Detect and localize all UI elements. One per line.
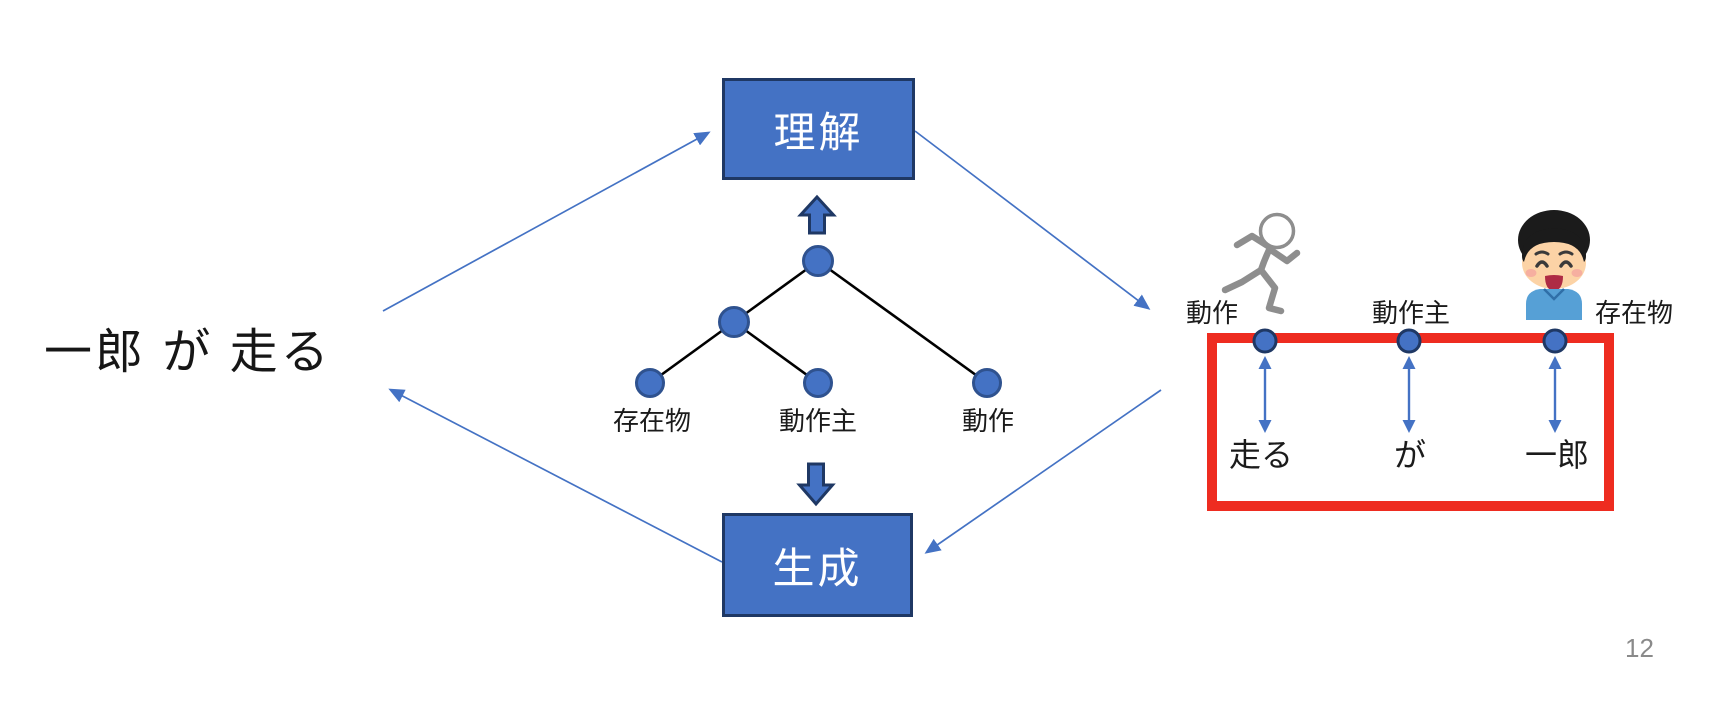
- arrowhead-icon: [1402, 356, 1416, 369]
- generate-label: 生成: [772, 544, 863, 592]
- tree-edge: [733, 320, 819, 385]
- running-person-icon: [1221, 212, 1301, 315]
- understand-label: 理解: [773, 108, 864, 156]
- tree-node-root: [802, 245, 834, 277]
- frame-role-action: 動作: [1185, 298, 1239, 328]
- arrow-understand-to-frame: [914, 130, 1151, 310]
- frame-word-ga: が: [1393, 437, 1427, 473]
- tree-edge: [733, 259, 819, 324]
- tree-node-agent: [803, 368, 833, 398]
- arrow-frame-to-generate: [924, 389, 1162, 554]
- arrowhead-icon: [1402, 420, 1416, 433]
- arrowhead-icon: [1258, 356, 1272, 369]
- tree-label-action: 動作: [961, 406, 1015, 436]
- arrow-generate-to-sentence: [388, 388, 723, 563]
- generate-box: 生成: [722, 513, 913, 617]
- block-arrow-up-icon: [797, 194, 837, 235]
- page-number: 12: [1625, 633, 1654, 663]
- sentence-text: 一郎 が 走る: [44, 326, 332, 379]
- tree-node-mid: [718, 306, 750, 338]
- arrowhead-icon: [1548, 420, 1562, 433]
- tree-node-action: [972, 368, 1002, 398]
- frame-node-agent: [1396, 328, 1422, 354]
- arrowhead-icon: [1548, 356, 1562, 369]
- tree-edge: [649, 320, 735, 385]
- frame-node-entity: [1542, 328, 1568, 354]
- syntax-tree: [635, 245, 1002, 398]
- frame-role-agent: 動作主: [1371, 298, 1451, 328]
- frame-word-ichiro: 一郎: [1524, 437, 1590, 473]
- understand-box: 理解: [722, 78, 915, 180]
- tree-label-agent: 動作主: [778, 406, 858, 436]
- tree-edge: [817, 259, 988, 385]
- frame-node-action: [1252, 328, 1278, 354]
- tree-node-entity: [635, 368, 665, 398]
- tree-label-entity: 存在物: [612, 406, 692, 436]
- boy-icon: [1518, 210, 1590, 320]
- block-arrow-down-icon: [796, 462, 836, 507]
- frame-role-entity: 存在物: [1594, 298, 1674, 328]
- arrowhead-icon: [1258, 420, 1272, 433]
- frame-word-run: 走る: [1228, 437, 1294, 473]
- arrow-sentence-to-understand: [382, 131, 711, 312]
- mapping-arrows: [1258, 356, 1562, 433]
